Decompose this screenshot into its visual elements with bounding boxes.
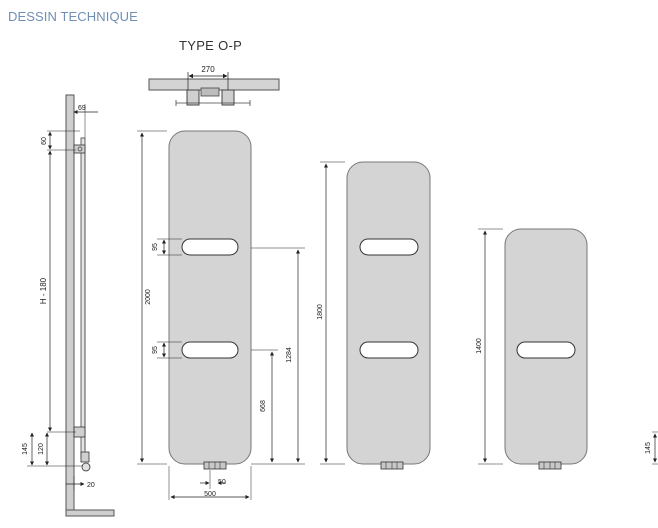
radiator-2000-panel [168, 130, 252, 465]
section-title: DESSIN TECHNIQUE [8, 9, 138, 24]
radiator-2000-axis-label: 1284 [286, 347, 293, 363]
radiator-2000-slot-label-top: 95 [152, 243, 159, 251]
radiator-1400: 1400 [476, 228, 588, 470]
edge-dimension-label: 145 [645, 442, 652, 454]
radiator-1800-slot-top [359, 238, 419, 256]
radiator-2000-width-label: 500 [204, 491, 216, 498]
side-view-bracket-label: 120 [38, 443, 45, 455]
side-view-height-label: H - 180 [39, 277, 48, 304]
top-view-bracket-left [186, 89, 200, 106]
radiator-2000: 2000 95 95 1284 668 50 500 [137, 130, 305, 500]
top-view-valve [200, 87, 220, 97]
side-view: 69 60 H - 180 145 120 20 [22, 94, 115, 517]
side-view-valve [81, 462, 91, 472]
radiator-1800-slot-bottom [359, 341, 419, 359]
side-view-wall [65, 94, 75, 516]
top-view: 270 [148, 65, 280, 106]
radiator-2000-lower-label: 668 [260, 400, 267, 412]
radiator-1800-panel [346, 161, 431, 465]
top-view-width-label: 270 [201, 65, 215, 74]
radiator-1800: 1800 [317, 161, 431, 470]
radiator-2000-connection-label: 50 [218, 479, 226, 486]
type-title: TYPE O-P [179, 38, 243, 53]
edge-dimension: 145 [645, 431, 658, 465]
radiator-1400-slot [516, 341, 576, 359]
radiator-1800-height-label: 1800 [317, 304, 324, 320]
radiator-2000-height-label: 2000 [145, 289, 152, 305]
side-view-panel [80, 137, 86, 459]
radiator-1400-height-label: 1400 [476, 338, 483, 354]
radiator-2000-slot-top [181, 238, 239, 256]
radiator-2000-slot-bottom [181, 341, 239, 359]
side-view-top-offset-label: 60 [41, 137, 48, 145]
radiator-2000-slot-label-bottom: 95 [152, 346, 159, 354]
side-view-bracket-top [73, 144, 86, 154]
side-view-floor [65, 509, 115, 517]
side-view-bottom-depth-label: 20 [87, 482, 95, 489]
side-view-bottom-offset-label: 145 [22, 443, 29, 455]
side-view-depth-label: 69 [78, 105, 86, 112]
